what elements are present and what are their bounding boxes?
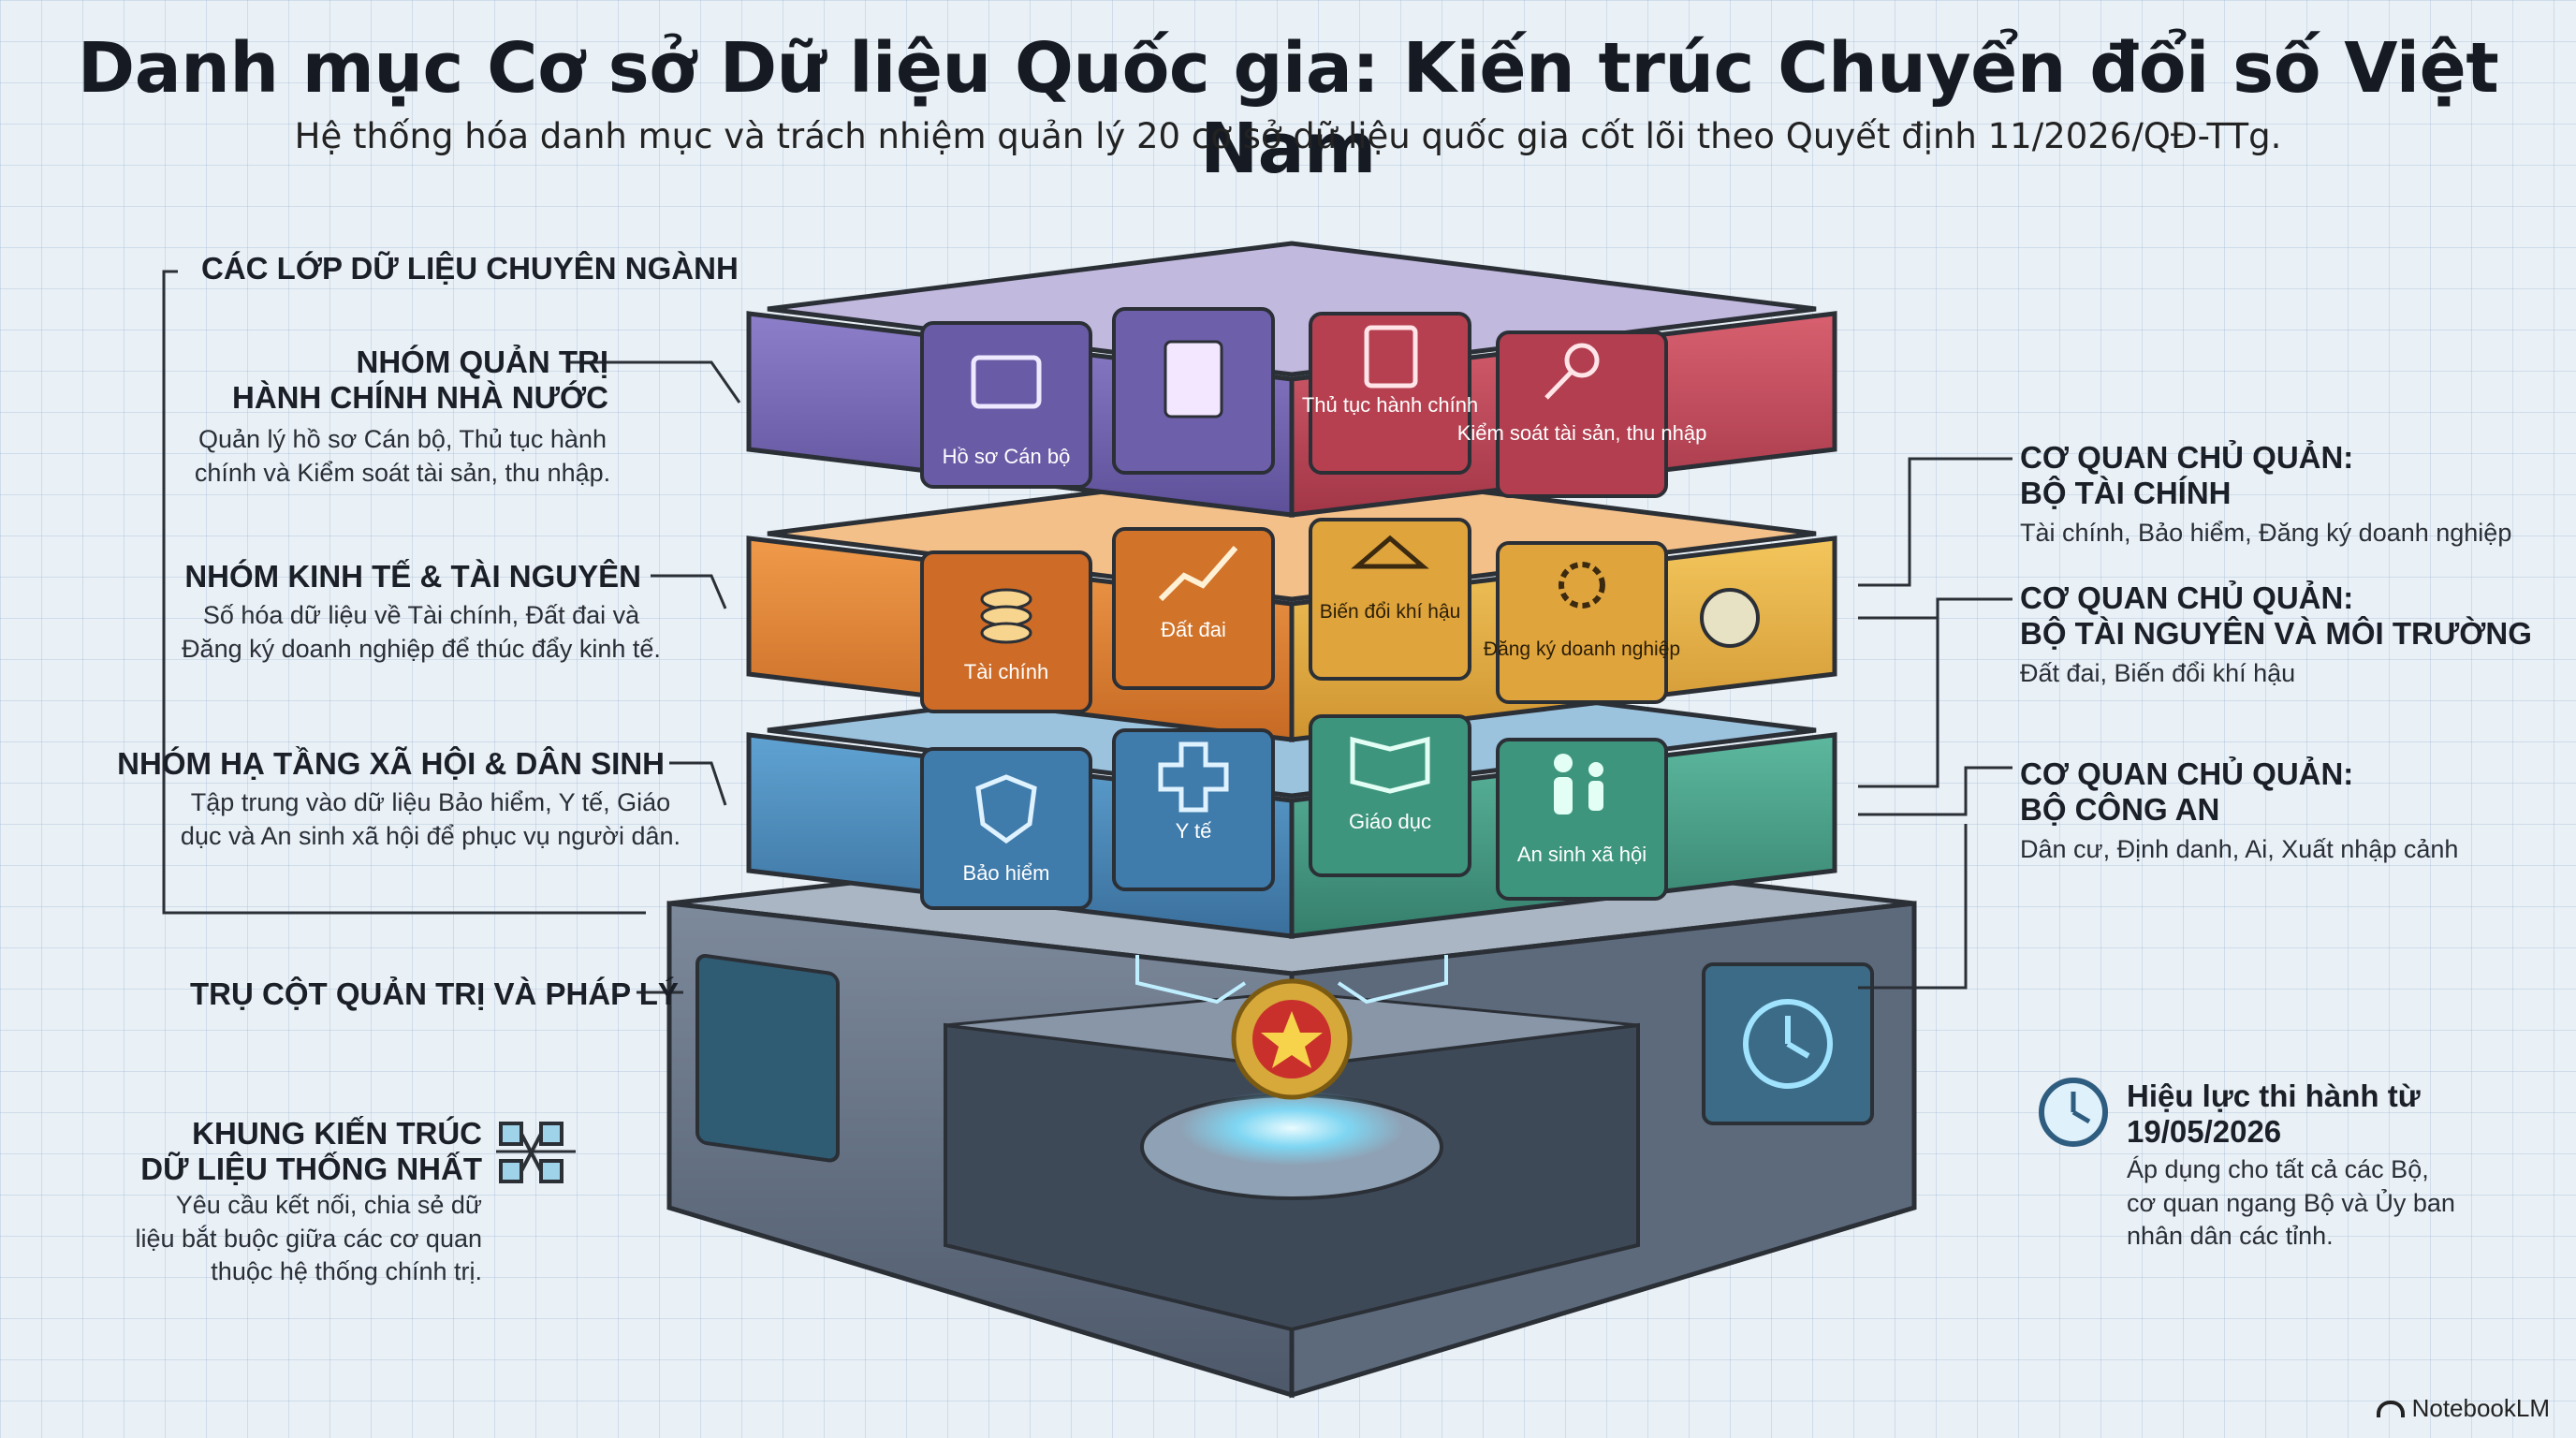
group-economy-desc: Số hóa dữ liệu về Tài chính, Đất đai và …	[140, 599, 702, 666]
tile-giao-duc	[1309, 714, 1471, 877]
tile-label: An sinh xã hội	[1517, 843, 1647, 866]
key-icon	[1544, 343, 1600, 400]
owner-name: BỘ TÀI NGUYÊN VÀ MÔI TRƯỜNG	[2020, 616, 2532, 651]
effective-date-value: 19/05/2026	[2127, 1114, 2282, 1149]
desc-line: Quản lý hồ sơ Cán bộ, Thủ tục hành	[198, 425, 607, 453]
desc-line: Áp dụng cho tất cả các Bộ,	[2127, 1155, 2429, 1183]
desc-line: Số hóa dữ liệu về Tài chính, Đất đai và	[202, 601, 640, 629]
framework-heading-line: KHUNG KIẾN TRÚC	[192, 1116, 482, 1151]
effective-date: Hiệu lực thi hành từ 19/05/2026 Áp dụng …	[2127, 1078, 2548, 1254]
owner-heading: CƠ QUAN CHỦ QUẢN:	[2020, 580, 2354, 615]
gears-icon	[1559, 562, 1605, 609]
owner-environment: CƠ QUAN CHỦ QUẢN: BỘ TÀI NGUYÊN VÀ MÔI T…	[2020, 580, 2563, 691]
network-panel	[695, 953, 840, 1163]
tile-grid: Hồ sơ Cán bộ Thủ tục hành chính Kiểm soá…	[920, 307, 1707, 910]
framework-desc: Yêu cầu kết nối, chia sẻ dữ liệu bắt buộ…	[103, 1189, 482, 1289]
framework-heading: KHUNG KIẾN TRÚC DỮ LIỆU THỐNG NHẤT	[112, 1116, 482, 1187]
page-subtitle: Hệ thống hóa danh mục và trách nhiệm quả…	[294, 116, 2282, 156]
footer-brand: NotebookLM	[2376, 1394, 2550, 1423]
desc-line: liệu bắt buộc giữa các cơ quan	[135, 1224, 482, 1253]
effective-heading: Hiệu lực thi hành từ	[2127, 1078, 2421, 1113]
desc-line: chính và Kiểm soát tài sản, thu nhập.	[194, 458, 611, 487]
desc-line: Yêu cầu kết nối, chia sẻ dữ	[175, 1191, 482, 1219]
left-connectors	[162, 270, 741, 1153]
owner-desc: Dân cư, Định danh, Ai, Xuất nhập cảnh	[2020, 835, 2459, 863]
owner-finance: CƠ QUAN CHỦ QUẢN: BỘ TÀI CHÍNH Tài chính…	[2020, 440, 2563, 550]
desc-line: cơ quan ngang Bộ và Ủy ban	[2127, 1188, 2455, 1217]
owner-police: CƠ QUAN CHỦ QUẢN: BỘ CÔNG AN Dân cư, Địn…	[2020, 756, 2563, 867]
desc-line: Tập trung vào dữ liệu Bảo hiểm, Y tế, Gi…	[190, 788, 671, 816]
owner-desc: Đất đai, Biến đổi khí hậu	[2020, 659, 2296, 687]
network-icon	[499, 1122, 564, 1183]
id-card-icon	[971, 355, 1042, 409]
group-economy-heading: NHÓM KINH TẾ & TÀI NGUYÊN	[184, 559, 641, 594]
medical-cross-icon	[1158, 741, 1229, 813]
tile-label: Bảo hiểm	[963, 861, 1050, 885]
desc-line: nhân dân các tỉnh.	[2127, 1222, 2334, 1251]
tile-label: Kiểm soát tài sản, thu nhập	[1457, 421, 1707, 445]
document-icon	[1164, 340, 1223, 418]
tile-label: Giáo dục	[1349, 810, 1431, 833]
group-heading: HÀNH CHÍNH NHÀ NƯỚC	[231, 380, 608, 415]
emblem-icon	[1231, 978, 1353, 1100]
effective-desc: Áp dụng cho tất cả các Bộ, cơ quan ngang…	[2127, 1153, 2548, 1254]
owner-heading: CƠ QUAN CHỦ QUẢN:	[2020, 440, 2354, 475]
tile-label: Y tế	[1176, 819, 1212, 843]
group-heading: NHÓM QUẢN TRỊ	[356, 345, 608, 379]
tile-bao-hiem	[920, 747, 1092, 910]
tile-an-sinh	[1496, 738, 1668, 901]
book-icon	[1350, 736, 1430, 794]
owner-desc: Tài chính, Bảo hiểm, Đăng ký doanh nghiệ…	[2020, 519, 2512, 547]
right-connectors	[1858, 457, 2012, 990]
clipboard-icon	[1364, 325, 1418, 389]
group-social-heading: NHÓM HẠ TẦNG XÃ HỘI & DÂN SINH	[117, 746, 665, 781]
tile-thu-tuc	[1309, 312, 1471, 475]
section-label: CÁC LỚP DỮ LIỆU CHUYÊN NGÀNH	[201, 251, 739, 286]
owner-name: BỘ CÔNG AN	[2020, 792, 2220, 827]
coins-icon	[980, 588, 1032, 644]
tile-dang-ky	[1496, 541, 1668, 704]
tile-label: Tài chính	[964, 660, 1049, 683]
group-social-desc: Tập trung vào dữ liệu Bảo hiểm, Y tế, Gi…	[150, 786, 711, 853]
footer-brand-text: NotebookLM	[2411, 1394, 2550, 1422]
pillar-label: TRỤ CỘT QUẢN TRỊ VÀ PHÁP LÝ	[190, 976, 679, 1011]
desc-line: Đăng ký doanh nghiệp để thúc đẩy kinh tế…	[182, 634, 661, 663]
page-title: Danh mục Cơ sở Dữ liệu Quốc gia: Kiến tr…	[77, 28, 2499, 189]
owner-heading: CƠ QUAN CHỦ QUẢN:	[2020, 756, 2354, 791]
desc-line: dục và An sinh xã hội để phục vụ người d…	[180, 821, 681, 850]
group-administration: NHÓM QUẢN TRỊ HÀNH CHÍNH NHÀ NƯỚC	[140, 345, 608, 416]
notebooklm-logo-icon	[2376, 1400, 2405, 1417]
owner-name: BỘ TÀI CHÍNH	[2020, 476, 2232, 510]
tile-label: Đăng ký doanh nghiệp	[1484, 638, 1680, 660]
shield-check-icon	[975, 774, 1037, 844]
clock-panel	[1702, 962, 1874, 1125]
tile-label: Hồ sơ Cán bộ	[943, 445, 1071, 468]
family-icon	[1554, 754, 1603, 814]
tile-kiem-soat	[1496, 330, 1668, 498]
growth-chart-icon	[1158, 546, 1238, 602]
effective-clock-icon	[2039, 1078, 2108, 1147]
group-administration-desc: Quản lý hồ sơ Cán bộ, Thủ tục hành chính…	[168, 423, 637, 490]
governance-base	[666, 830, 1917, 1399]
tile-label: Đất đai	[1161, 618, 1226, 641]
tile-dat-dai	[1112, 527, 1275, 690]
house-climate-icon	[1351, 535, 1429, 569]
tile-khi-hau	[1309, 518, 1471, 681]
desc-line: thuộc hệ thống chính trị.	[211, 1257, 482, 1286]
tier-administration	[746, 241, 1837, 518]
clock-icon	[1743, 999, 1833, 1089]
framework-heading-line: DỮ LIỆU THỐNG NHẤT	[140, 1152, 482, 1186]
ministry-seal-icon	[1700, 588, 1760, 648]
tile-label: Thủ tục hành chính	[1302, 393, 1478, 417]
tile-label: Biến đổi khí hậu	[1320, 601, 1461, 623]
